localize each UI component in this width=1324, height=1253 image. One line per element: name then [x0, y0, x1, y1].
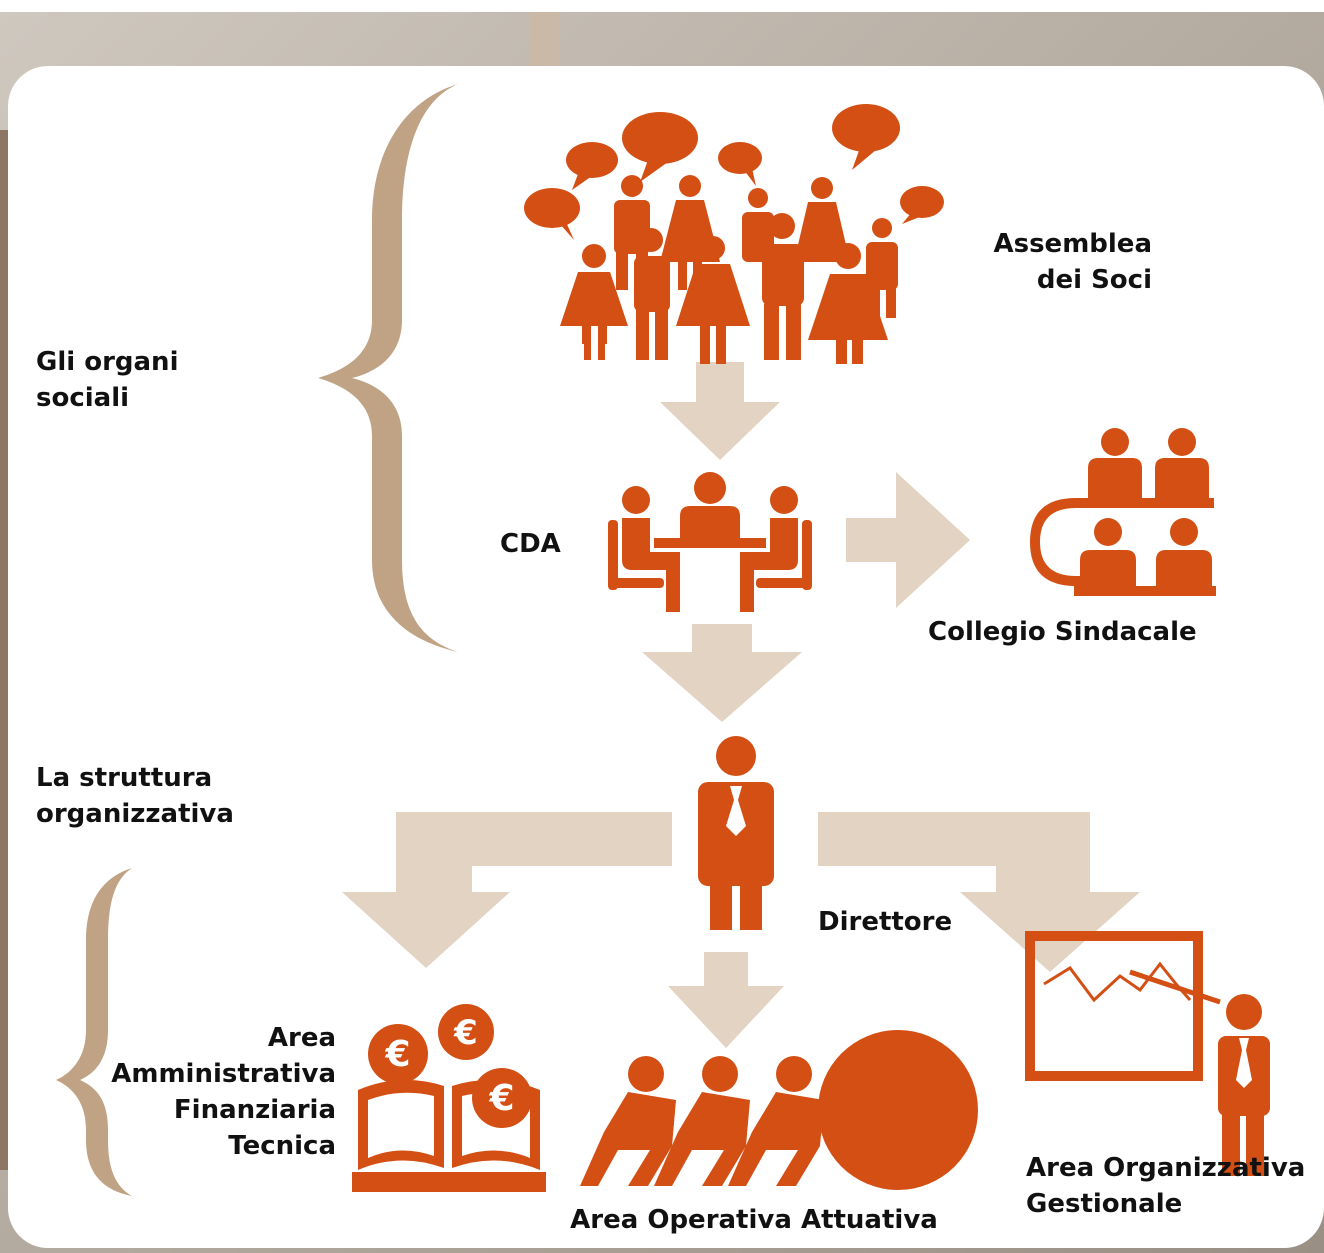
arrow-cda-to-direttore: [642, 624, 802, 722]
label-collegio: Collegio Sindacale: [928, 617, 1197, 647]
presentation-icon: [1025, 931, 1270, 1176]
meeting-table-icon: [608, 472, 812, 612]
team-push-icon: [580, 1030, 978, 1190]
label-cda: CDA: [500, 529, 561, 559]
label-area-operativa: Area Operativa Attuativa: [570, 1205, 938, 1235]
brace-organi: [318, 84, 458, 652]
svg-text:€: €: [384, 1034, 410, 1075]
svg-text:€: €: [488, 1078, 514, 1119]
arrow-assemblea-to-cda: [660, 362, 780, 460]
arrow-center-down: [668, 952, 784, 1048]
board-icon: [1030, 428, 1216, 596]
label-struttura: La struttura organizzativa: [36, 763, 234, 829]
arrow-cda-to-collegio: [846, 472, 970, 608]
euro-book-icon: € € €: [352, 1004, 546, 1192]
crowd-icon: [524, 104, 944, 364]
label-area-amministrativa: Area Amministrativa Finanziaria Tecnica: [111, 1023, 336, 1161]
label-direttore: Direttore: [818, 907, 953, 937]
label-area-organizzativa: Area Organizzativa Gestionale: [1026, 1153, 1306, 1219]
manager-icon: [698, 736, 774, 930]
svg-text:€: €: [453, 1013, 478, 1053]
label-assemblea: Assemblea dei Soci: [993, 229, 1152, 295]
arrow-left-branch: [342, 812, 672, 968]
label-organi-sociali: Gli organi sociali: [36, 347, 179, 413]
brace-struttura: [56, 868, 132, 1196]
